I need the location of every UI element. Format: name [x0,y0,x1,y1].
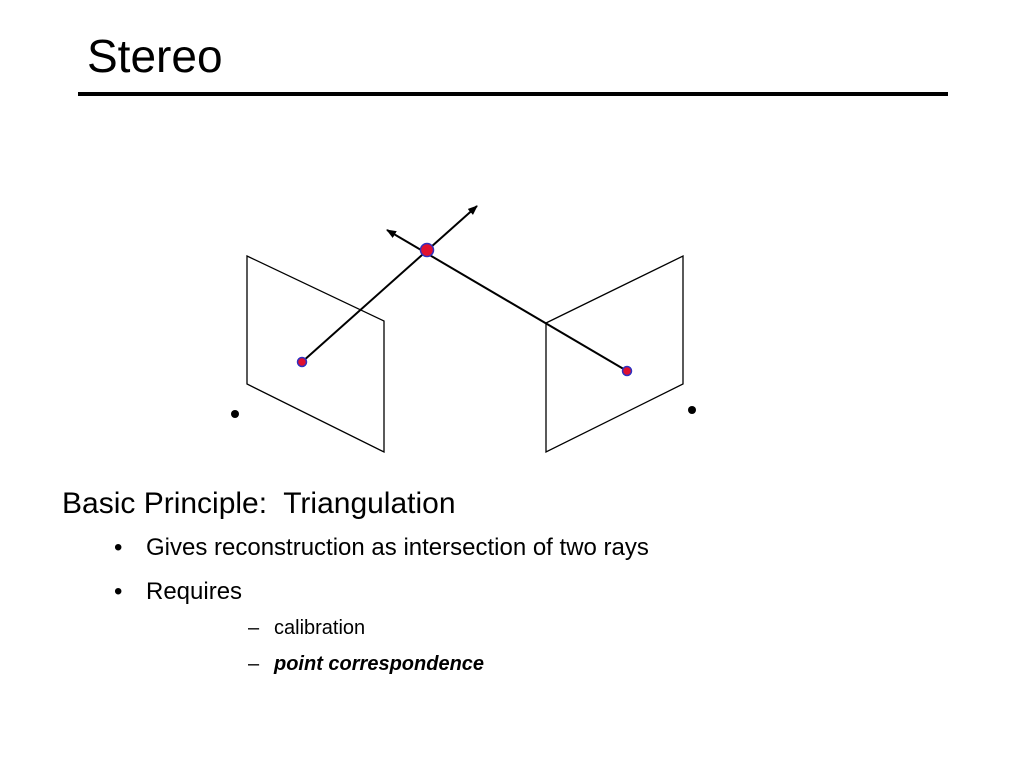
bullet-item: • Requires – calibration – point corresp… [62,576,962,678]
bullet-text: Requires [146,578,243,605]
bullet-text: Gives reconstruction as intersection of … [146,534,649,561]
right-camera-center [688,406,696,414]
right-image-point [621,365,633,377]
sub-bullet-text-emphasized: point correspondence [274,653,485,675]
bullet-marker: • [114,578,123,605]
right-image-plane [545,254,684,454]
sub-bullet-list: – calibration – point correspondence [146,614,962,678]
sub-bullet-text: calibration [274,617,366,639]
slide-body: Basic Principle: Triangulation • Gives r… [62,484,962,678]
bullet-item: • Gives reconstruction as intersection o… [62,532,962,564]
bullet-marker: • [114,534,123,561]
left-image-point [296,356,308,368]
left-camera-center [231,410,239,418]
triangulated-3d-point [419,242,435,258]
left-ray [301,205,478,363]
bullet-list: • Gives reconstruction as intersection o… [62,532,962,678]
page-title: Stereo [87,30,223,82]
title-divider [78,92,948,96]
sub-bullet-marker: – [248,653,260,675]
sub-bullet-marker: – [248,617,260,639]
sub-bullet-item: – point correspondence [146,650,962,678]
sub-bullet-item: – calibration [146,614,962,642]
principle-heading: Basic Principle: Triangulation [62,487,456,520]
left-image-plane [246,254,385,454]
